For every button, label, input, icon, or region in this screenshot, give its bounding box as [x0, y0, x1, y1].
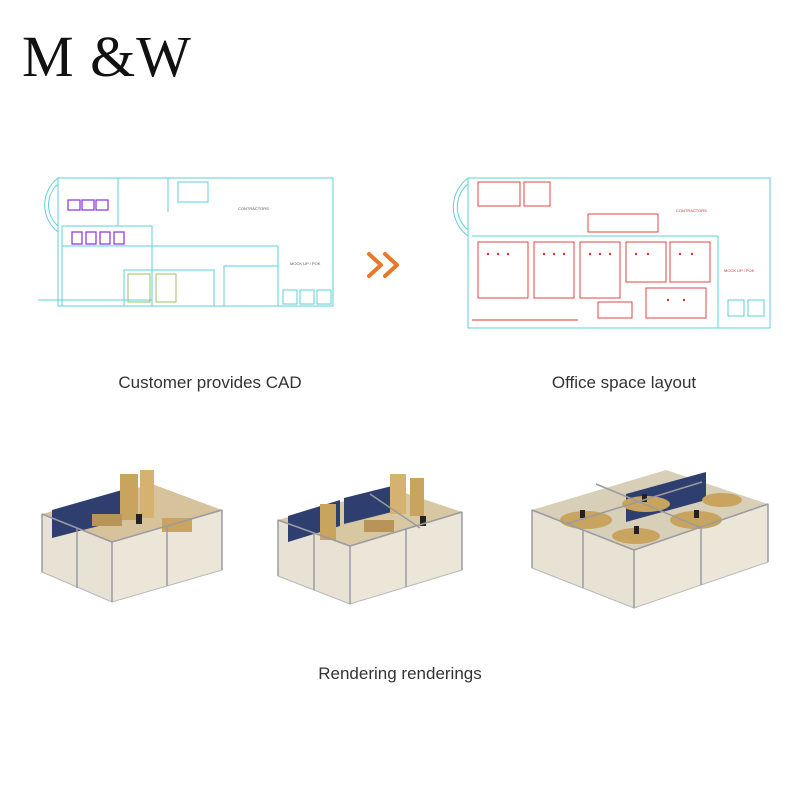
layout-label-contractors: CONTRACTORS: [676, 208, 707, 213]
caption-layout: Office space layout: [551, 373, 697, 392]
caption-renderings: Rendering renderings: [318, 664, 482, 683]
rendering-office-3: [531, 470, 769, 609]
cad-label-contractors: CONTRACTORS: [238, 206, 269, 211]
caption-cad: Customer provides CAD: [118, 373, 302, 392]
office-layout-plan: CONTRACTORS MOCK UP / POK: [452, 177, 771, 329]
rendering-office-1: [41, 470, 223, 603]
layout-label-mockup: MOCK UP / POK: [724, 268, 755, 273]
cad-floor-plan: CONTRACTORS MOCK UP / POK: [38, 177, 334, 307]
rendering-office-2: [277, 474, 463, 605]
brand-logo: M &W: [22, 24, 192, 89]
cad-label-mockup: MOCK UP / POK: [290, 261, 321, 266]
double-chevron-right-icon: [367, 252, 399, 278]
